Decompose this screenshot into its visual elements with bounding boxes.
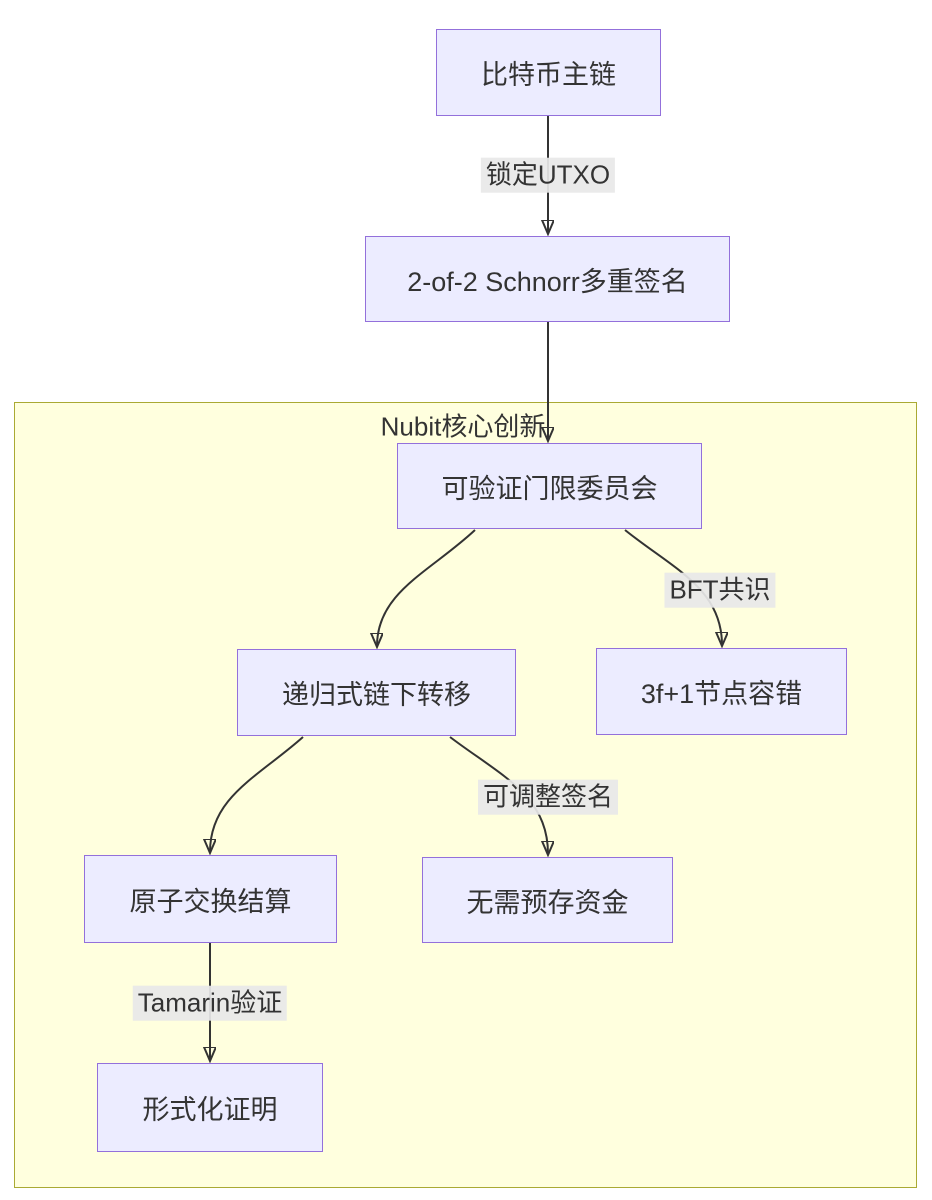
cluster-nubit-core-innovation [14,402,917,1188]
node-schnorr-multisig: 2-of-2 Schnorr多重签名 [365,236,730,322]
node-bft-fault-tolerance: 3f+1节点容错 [596,648,847,735]
node-recursive-offchain-transfer: 递归式链下转移 [237,649,516,736]
edge-label-lock-utxo: 锁定UTXO [480,157,616,193]
edge-recursive-to-atomic [210,736,304,852]
node-formal-proof: 形式化证明 [97,1063,323,1152]
edge-label-bft-consensus: BFT共识 [664,572,776,608]
cluster-label: Nubit核心创新 [380,411,546,442]
node-bitcoin-mainchain: 比特币主链 [436,29,661,116]
edge-label-tamarin-verification: Tamarin验证 [132,985,288,1021]
node-verifiable-threshold-committee: 可验证门限委员会 [397,443,702,529]
node-atomic-swap-settlement: 原子交换结算 [84,855,337,943]
node-no-prefund-required: 无需预存资金 [422,857,673,943]
edge-label-adjustable-signature: 可调整签名 [477,779,619,815]
edge-committee-to-recursive [377,529,476,646]
